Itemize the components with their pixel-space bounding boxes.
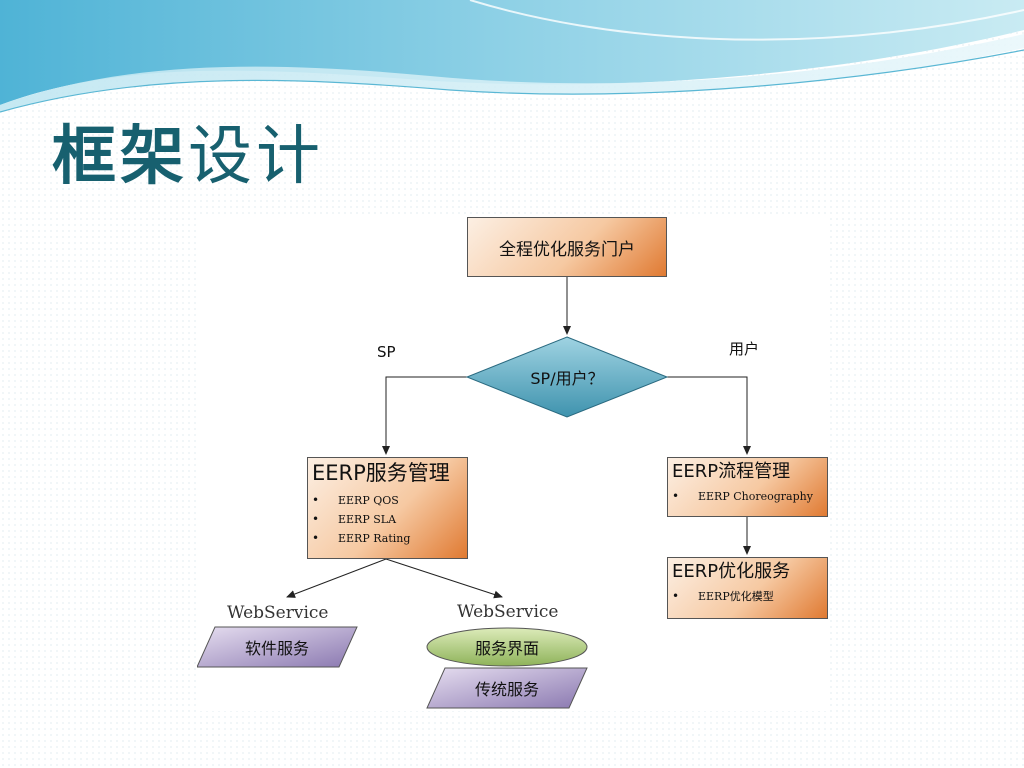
webservice-label-right: WebService — [457, 602, 559, 622]
list-item: EERP Rating — [312, 529, 463, 548]
list-item: EERP Choreography — [672, 487, 823, 506]
slide-title-rest: 设计 — [188, 120, 324, 194]
branch-label-user: 用户 — [729, 340, 760, 358]
traditional-service-shape — [426, 667, 588, 709]
traditional-service-label: 传统服务 — [474, 680, 539, 699]
connector-decision-to-flow-mgmt — [667, 376, 751, 455]
flowchart-canvas: 全程优化服务门户 SP/用户？ SP 用户 EERP服务管理 EERP QOS … — [197, 217, 828, 711]
header-wave-decoration — [0, 0, 1024, 113]
software-service-shape — [197, 626, 358, 668]
webservice-label-left: WebService — [227, 603, 329, 623]
flow-management-title: EERP流程管理 — [672, 461, 791, 482]
slide-title: 框架设计 — [52, 122, 324, 192]
list-item: EERP QOS — [312, 491, 463, 510]
decision-label: SP/用户？ — [530, 369, 604, 388]
decision-diamond — [465, 336, 669, 418]
service-management-box: EERP服务管理 EERP QOS EERP SLA EERP Rating — [307, 457, 468, 559]
list-item: EERP SLA — [312, 510, 463, 529]
connector-decision-to-service-mgmt — [382, 376, 467, 455]
connector-service-mgmt-to-ws-left — [286, 558, 387, 598]
list-item: EERP优化模型 — [672, 587, 823, 606]
service-ui-label: 服务界面 — [474, 639, 539, 658]
flow-management-list: EERP Choreography — [672, 487, 823, 506]
service-ui-shape — [426, 627, 588, 667]
service-management-title: EERP服务管理 — [312, 461, 450, 485]
flowchart-connectors — [197, 277, 751, 709]
service-management-list: EERP QOS EERP SLA EERP Rating — [312, 491, 463, 548]
flow-management-box: EERP流程管理 EERP Choreography — [667, 457, 828, 517]
slide-title-bold: 框架 — [52, 120, 188, 194]
optimize-service-list: EERP优化模型 — [672, 587, 823, 606]
optimize-service-title: EERP优化服务 — [672, 561, 791, 582]
connector-service-mgmt-to-ws-right — [385, 558, 503, 599]
optimize-service-box: EERP优化服务 EERP优化模型 — [667, 557, 828, 619]
branch-label-sp: SP — [377, 343, 396, 361]
software-service-label: 软件服务 — [244, 639, 309, 658]
portal-box: 全程优化服务门户 — [467, 217, 667, 277]
